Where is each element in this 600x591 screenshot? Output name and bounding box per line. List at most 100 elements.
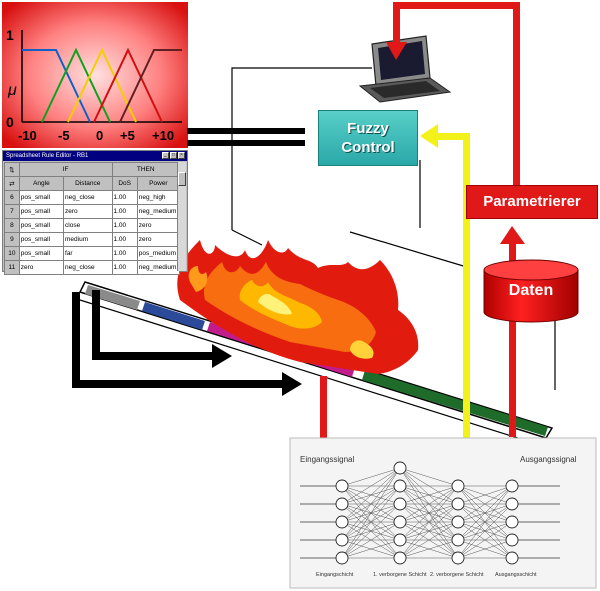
rule-cell-dos[interactable]: 1.00 bbox=[111, 260, 138, 275]
rule-cell-angle[interactable]: pos_small bbox=[18, 204, 65, 219]
nn-neuron bbox=[451, 479, 465, 493]
track-segment-green bbox=[362, 370, 548, 436]
mf-xtick-0: -10 bbox=[18, 128, 37, 143]
rule-column-header-distance[interactable]: Distance bbox=[63, 176, 113, 191]
yellow-line-vertical bbox=[463, 133, 470, 489]
mf-y-axis-label: μ bbox=[7, 82, 17, 99]
rule-cell-distance[interactable]: medium bbox=[63, 232, 113, 247]
rule-cell-angle[interactable]: pos_small bbox=[18, 218, 65, 233]
nn-connection bbox=[341, 467, 401, 559]
red-line-daten-up bbox=[509, 240, 516, 437]
neural-network-nodes bbox=[335, 461, 519, 565]
nn-connection bbox=[399, 467, 459, 487]
membership-chart-background bbox=[2, 2, 188, 148]
rule-cell-distance[interactable]: neg_close bbox=[63, 190, 113, 205]
rule-column-header-angle[interactable]: Angle bbox=[18, 176, 65, 191]
flame-illustration bbox=[177, 240, 419, 374]
red-line-top bbox=[393, 2, 520, 9]
nn-neuron bbox=[451, 515, 465, 529]
scrollbar-thumb[interactable] bbox=[178, 172, 186, 186]
rule-cell-distance[interactable]: close bbox=[63, 218, 113, 233]
nn-connection bbox=[457, 503, 513, 559]
nn-connection bbox=[399, 485, 459, 541]
rule-table-corner: ⇅ bbox=[4, 162, 20, 177]
rule-cell-distance[interactable]: far bbox=[63, 246, 113, 261]
rule-cell-angle[interactable]: zero bbox=[18, 260, 65, 275]
nn-connection bbox=[341, 485, 401, 559]
nn-neuron bbox=[335, 479, 349, 493]
mf-zero bbox=[67, 47, 137, 123]
nn-connection bbox=[399, 485, 459, 523]
rule-cell-angle[interactable]: pos_small bbox=[18, 190, 65, 205]
nn-neuron bbox=[505, 497, 519, 511]
mf-neg-small bbox=[41, 47, 111, 123]
rule-cell-power[interactable]: zero bbox=[136, 218, 181, 233]
nn-output-signal-label: Ausgangssignal bbox=[520, 455, 577, 464]
red-line-right-vertical bbox=[513, 2, 520, 192]
red-line-to-network bbox=[320, 376, 327, 488]
rule-cell-power[interactable]: neg_high bbox=[136, 190, 181, 205]
nn-neuron bbox=[335, 551, 349, 565]
close-icon[interactable]: × bbox=[178, 152, 185, 159]
laptop-computer-icon bbox=[358, 35, 452, 103]
nn-neuron bbox=[451, 551, 465, 565]
nn-connection bbox=[457, 539, 513, 559]
nn-connection bbox=[341, 539, 401, 559]
daten-database-cylinder bbox=[483, 259, 579, 323]
mf-pos-small bbox=[93, 47, 163, 123]
rule-cell-power[interactable]: zero bbox=[136, 232, 181, 247]
rule-cell-dos[interactable]: 1.00 bbox=[111, 204, 138, 219]
rule-cell-distance[interactable]: zero bbox=[63, 204, 113, 219]
maximize-icon[interactable]: □ bbox=[170, 152, 177, 159]
rule-cell-power[interactable]: pos_medium bbox=[136, 246, 181, 261]
rule-cell-power[interactable]: neg_medium bbox=[136, 260, 181, 275]
nn-connection bbox=[457, 485, 513, 541]
rule-cell-dos[interactable]: 1.00 bbox=[111, 246, 138, 261]
rule-cell-dos[interactable]: 1.00 bbox=[111, 190, 138, 205]
flow-arrow-lower bbox=[72, 292, 302, 396]
rule-cell-angle[interactable]: pos_small bbox=[18, 232, 65, 247]
nn-connection bbox=[341, 521, 401, 559]
nn-neuron bbox=[451, 497, 465, 511]
rule-cell-angle[interactable]: pos_small bbox=[18, 246, 65, 261]
nn-neuron bbox=[393, 533, 407, 547]
nn-connection bbox=[341, 503, 401, 559]
nn-neuron bbox=[505, 515, 519, 529]
mf-y-bottom-label: 0 bbox=[6, 114, 14, 130]
nn-connection bbox=[399, 521, 459, 559]
minimize-icon[interactable]: _ bbox=[162, 152, 169, 159]
mf-pos-large bbox=[119, 49, 182, 123]
membership-function-chart: 1 μ 0 -10 -5 0 +5 +10 bbox=[2, 2, 188, 148]
rule-table-sort-icon[interactable]: ⇄ bbox=[4, 176, 20, 191]
mf-y-top-label: 1 bbox=[6, 27, 14, 43]
nn-connection bbox=[341, 467, 401, 523]
yellow-line-horizontal bbox=[437, 133, 470, 140]
nn-connection bbox=[341, 467, 401, 505]
rule-column-header-power[interactable]: Power bbox=[136, 176, 181, 191]
nn-neuron bbox=[393, 515, 407, 529]
rule-cell-power[interactable]: neg_medium bbox=[136, 204, 181, 219]
parametrierer-label: Parametrierer bbox=[483, 193, 581, 210]
rule-cell-dos[interactable]: 1.00 bbox=[111, 232, 138, 247]
rule-row-number: 6 bbox=[4, 190, 20, 205]
nn-neuron bbox=[335, 515, 349, 529]
nn-connection bbox=[399, 503, 459, 559]
nn-neuron bbox=[393, 551, 407, 565]
nn-connection bbox=[341, 467, 401, 487]
rule-cell-distance[interactable]: neg_close bbox=[63, 260, 113, 275]
fuzzy-control-line1: Fuzzy bbox=[347, 120, 389, 137]
nn-neuron bbox=[505, 551, 519, 565]
rule-cell-dos[interactable]: 1.00 bbox=[111, 218, 138, 233]
rule-editor-scrollbar[interactable] bbox=[177, 162, 186, 271]
rule-row-number: 7 bbox=[4, 204, 20, 219]
rule-column-header-dos[interactable]: DoS bbox=[111, 176, 138, 191]
